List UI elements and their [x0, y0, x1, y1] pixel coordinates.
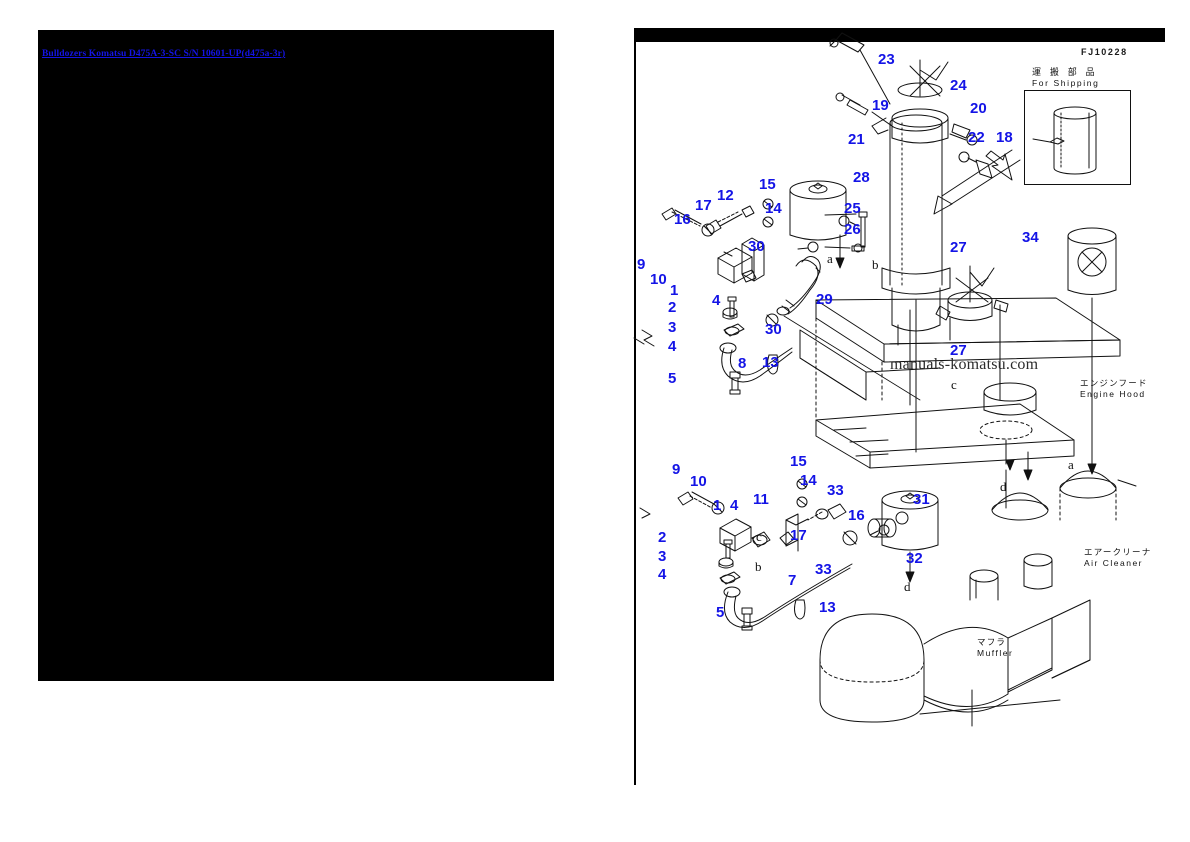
callout-1-lower: 1 [713, 497, 722, 514]
lower-left-parts [678, 479, 908, 630]
letter-a-right: a [1068, 457, 1074, 472]
letter-b-lower: b [755, 559, 762, 574]
letter-d-right: d [1000, 479, 1007, 494]
drawing-number: FJ10228 [1081, 47, 1128, 57]
tube-clamp [830, 33, 992, 178]
callout-2-lower: 2 [658, 529, 667, 546]
page-left-border [634, 28, 636, 785]
callout-17: 17 [695, 197, 712, 214]
callout-4-lower-a: 4 [730, 497, 739, 514]
callout-4-upper-b: 4 [712, 292, 721, 309]
caption-muffler: マフラ Muffler [977, 638, 1014, 658]
callout-21: 21 [848, 131, 865, 148]
letter-c-lower: c [756, 529, 762, 544]
callout-9-lower: 9 [672, 461, 681, 478]
callout-11: 11 [753, 491, 769, 508]
callout-14-upper: 14 [765, 200, 782, 217]
callout-13-upper: 13 [762, 354, 779, 371]
callout-5-upper: 5 [668, 370, 677, 387]
callout-23: 23 [878, 51, 895, 68]
callout-34: 34 [1022, 229, 1039, 246]
shipping-tank [1033, 107, 1096, 174]
callout-4-lower-b: 4 [658, 566, 667, 583]
canister-28 [790, 181, 858, 240]
callout-9-upper: 9 [637, 256, 646, 273]
callout-31: 31 [913, 491, 930, 508]
callout-28: 28 [853, 169, 870, 186]
callout-27-upper: 27 [950, 239, 967, 256]
callout-7: 7 [788, 572, 797, 589]
letter-c-upper: c [951, 377, 957, 392]
callout-5-lower: 5 [716, 604, 725, 621]
engine-deck-platform [634, 298, 1120, 518]
exploded-parts-illustration [620, 0, 1190, 842]
callout-10-lower: 10 [690, 473, 707, 490]
callout-13-lower: 13 [819, 599, 836, 616]
callout-2-upper: 2 [668, 299, 677, 316]
bolt-25-26 [825, 212, 867, 252]
muffler [820, 554, 1090, 726]
shipping-box-title-jp: 運 搬 部 品 [1032, 68, 1098, 78]
callout-32: 32 [906, 550, 923, 567]
callout-18: 18 [996, 129, 1013, 146]
shipping-box-frame [1024, 90, 1131, 185]
callout-16-lower: 16 [848, 507, 865, 524]
callout-8: 8 [738, 355, 747, 372]
callout-22: 22 [968, 129, 985, 146]
watermark-text: manuals-komatsu.com [890, 356, 1039, 373]
pdf-page-placeholder [38, 30, 554, 681]
canister-31 [870, 491, 938, 582]
shipping-box-title-en: For Shipping [1032, 78, 1100, 88]
caption-air-cleaner: エアークリーナ Air Cleaner [1084, 548, 1152, 568]
callout-26: 26 [844, 221, 861, 238]
callout-24: 24 [950, 77, 967, 94]
callout-14-lower: 14 [800, 472, 817, 489]
callout-15-lower: 15 [790, 453, 807, 470]
callout-1-upper: 1 [670, 282, 679, 299]
callout-16: 16 [674, 211, 691, 228]
upper-left-parts [662, 199, 792, 394]
document-viewer-pane: Bulldozers Komatsu D475A-3-SC S/N 10601-… [38, 30, 554, 681]
letter-d-lower: d [904, 579, 911, 594]
precleaner-tube [882, 115, 950, 430]
callout-3-lower: 3 [658, 548, 667, 565]
callout-19: 19 [872, 97, 889, 114]
air-cleaner [992, 228, 1136, 520]
caption-engine-hood: エンジンフード Engine Hood [1080, 379, 1148, 399]
callout-30-upper: 30 [748, 238, 765, 255]
hood-openings [936, 266, 1036, 439]
callout-33-lower: 33 [815, 561, 832, 578]
callout-33-upper: 33 [827, 482, 844, 499]
callout-17-lower: 17 [790, 527, 807, 544]
letter-b-upper: b [872, 257, 879, 272]
callout-15-upper: 15 [759, 176, 776, 193]
callout-27-lower: 27 [950, 342, 967, 359]
letter-a-upper: a [827, 251, 833, 266]
callout-25: 25 [844, 200, 861, 217]
parts-diagram-pane: FJ10228 [620, 0, 1190, 842]
hose-29 [777, 256, 820, 315]
callout-12: 12 [717, 187, 734, 204]
callout-10-upper: 10 [650, 271, 667, 288]
page-header-bar [635, 28, 1165, 42]
callout-30-lower: 30 [765, 321, 782, 338]
document-title-link[interactable]: Bulldozers Komatsu D475A-3-SC S/N 10601-… [42, 49, 286, 59]
callout-4-upper-a: 4 [668, 338, 677, 355]
callout-3-upper: 3 [668, 319, 677, 336]
callout-20: 20 [970, 100, 987, 117]
callout-29: 29 [816, 291, 833, 308]
